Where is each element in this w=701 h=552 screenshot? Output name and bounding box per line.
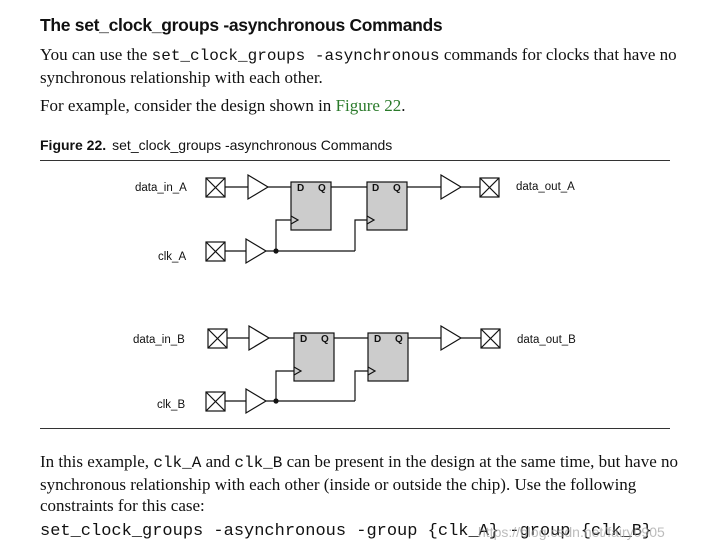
example-text-after: . bbox=[401, 96, 406, 115]
clk-a-junction bbox=[273, 248, 279, 254]
ff-a2-d-label: D bbox=[372, 183, 379, 194]
ff-a1-q-label: Q bbox=[318, 183, 326, 194]
ff-b2-d-label: D bbox=[374, 334, 381, 345]
data-in-a-buffer-icon bbox=[247, 174, 269, 200]
clk-b-junction bbox=[273, 398, 279, 404]
body-text-1: In this example, bbox=[40, 452, 154, 471]
data-out-b-label: data_out_B bbox=[517, 334, 576, 346]
clk-b-label: clk_B bbox=[157, 399, 185, 411]
intro-paragraph: You can use the set_clock_groups -asynch… bbox=[40, 44, 680, 88]
example-text-before: For example, consider the design shown i… bbox=[40, 96, 336, 115]
figure-caption: Figure 22. set_clock_groups -asynchronous… bbox=[40, 137, 392, 153]
body-code-clk-a: clk_A bbox=[153, 454, 202, 472]
ff-a2-q-label: Q bbox=[393, 183, 401, 194]
data-in-b-label: data_in_B bbox=[133, 334, 185, 346]
example-paragraph: For example, consider the design shown i… bbox=[40, 95, 680, 116]
body-text-2: and bbox=[201, 452, 235, 471]
clk-a-label: clk_A bbox=[158, 251, 186, 263]
circuit-a: data_in_A clk_A data_out_A D Q D Q bbox=[135, 174, 575, 264]
ff-b1-q-label: Q bbox=[321, 334, 329, 345]
figure-title: set_clock_groups -asynchronous Commands bbox=[112, 137, 393, 153]
clk-a-buffer-icon bbox=[245, 238, 267, 264]
intro-code: set_clock_groups -asynchronous bbox=[151, 47, 440, 65]
circuit-b-wires bbox=[225, 337, 481, 402]
circuit-b: data_in_B clk_B data_out_B D Q D Q bbox=[133, 325, 576, 414]
data-out-a-buffer-icon bbox=[440, 174, 462, 200]
data-in-a-port-icon bbox=[205, 177, 226, 198]
clk-b-port-icon bbox=[205, 391, 226, 412]
intro-text-after: commands for clocks that have no synchro… bbox=[40, 45, 677, 87]
data-in-b-buffer-icon bbox=[248, 325, 270, 351]
body-text-3: can be present in the design at the same… bbox=[40, 452, 678, 515]
clk-a-port-icon bbox=[205, 241, 226, 262]
data-out-b-buffer-icon bbox=[440, 325, 462, 351]
watermark: https://blog.csdn.net/fairy0905 bbox=[478, 524, 665, 540]
ff-a1-d-label: D bbox=[297, 183, 304, 194]
figure-bottom-rule bbox=[40, 428, 670, 429]
ff-b1-d-label: D bbox=[300, 334, 307, 345]
figure-link[interactable]: Figure 22 bbox=[335, 96, 402, 115]
body-paragraph: In this example, clk_A and clk_B can be … bbox=[40, 451, 680, 516]
data-out-b-port-icon bbox=[480, 328, 501, 349]
clk-b-buffer-icon bbox=[245, 388, 267, 414]
figure-top-rule bbox=[40, 160, 670, 161]
ff-b2-q-label: Q bbox=[395, 334, 403, 345]
section-heading: The set_clock_groups -asynchronous Comma… bbox=[40, 15, 443, 35]
body-code-clk-b: clk_B bbox=[234, 454, 283, 472]
data-in-a-label: data_in_A bbox=[135, 182, 187, 194]
data-in-b-port-icon bbox=[207, 328, 228, 349]
circuit-a-wires bbox=[225, 186, 480, 252]
constraint-code-line: set_clock_groups -asynchronous -group {c… bbox=[40, 522, 653, 541]
data-out-a-port-icon bbox=[479, 177, 500, 198]
data-out-a-label: data_out_A bbox=[516, 181, 575, 193]
figure-label: Figure 22. bbox=[40, 137, 107, 153]
intro-text-before: You can use the bbox=[40, 45, 152, 64]
